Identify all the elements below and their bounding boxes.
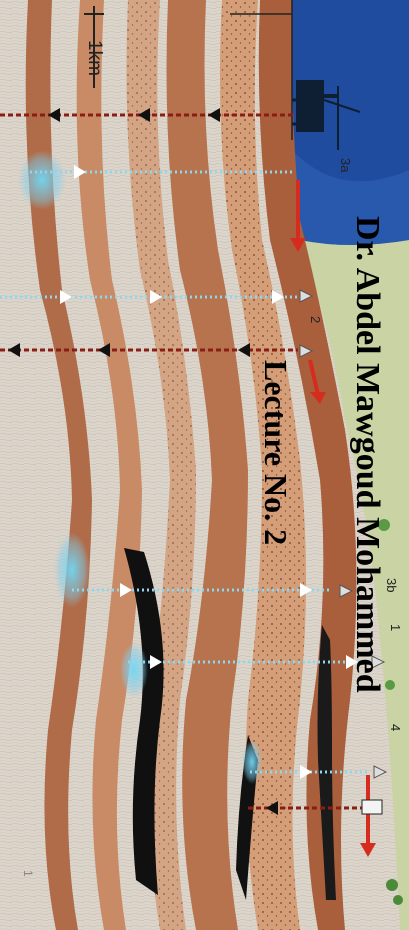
well-label-1: 1 [389, 624, 402, 631]
well-label-2: 2 [309, 316, 322, 323]
scale-bar-label: 1km [85, 40, 104, 76]
gas-accumulation-2 [54, 532, 90, 608]
well-label-3b: 3b [385, 578, 398, 592]
author-title: Dr. Abdel Mawgoud Mohammed [350, 216, 384, 693]
well-label-3a: 3a [339, 158, 352, 172]
lecture-title: Lecture No. 2 [260, 360, 292, 545]
well-label-4: 4 [389, 724, 402, 731]
corner-mark: 1 [22, 870, 34, 877]
gas-accumulation-4 [242, 740, 262, 784]
gas-accumulation-3 [120, 642, 148, 698]
gas-accumulation-1 [18, 150, 66, 210]
